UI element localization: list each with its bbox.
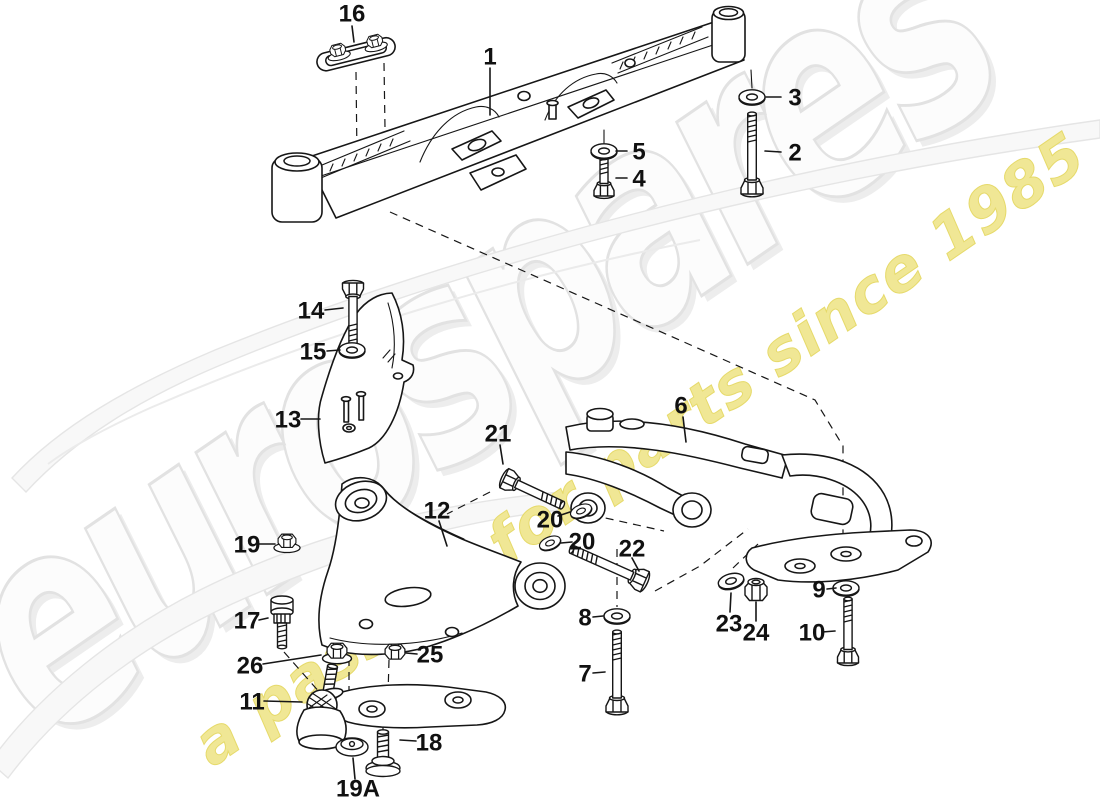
callout-26: 26 [237,653,264,680]
callout-10: 10 [799,620,826,647]
callout-6: 6 [674,393,687,420]
bolt-10 [836,596,860,667]
nut-9 [832,580,860,597]
callout-16: 16 [339,1,366,28]
callout-23: 23 [716,611,743,638]
leader-line-20 [560,541,573,544]
washer-15 [338,342,366,359]
leader-line-18 [399,739,417,742]
nut-25 [384,643,406,660]
callout-11: 11 [239,689,264,716]
callout-17: 17 [234,608,261,635]
callout-9: 9 [812,577,825,604]
washer-5 [590,143,618,160]
callout-1: 1 [483,44,496,71]
part-16-retainer-plate [316,33,396,72]
part-12-control-arm [318,476,566,656]
callout-19A: 19A [336,776,380,800]
leader-line-25 [405,652,418,655]
callout-5: 5 [632,139,645,166]
callout-22: 22 [619,536,646,563]
leader-line-17 [258,617,269,621]
callout-15: 15 [300,339,327,366]
leader-line-20 [557,511,571,517]
callout-3: 3 [788,85,801,112]
leader-line-6 [682,416,687,443]
callout-25: 25 [417,642,444,669]
bolt-18 [365,729,401,778]
part-11-ball-joint [296,663,507,750]
leader-line-12 [438,520,448,547]
swoosh-upper [11,119,1100,494]
leader-line-2 [764,150,782,153]
callout-4: 4 [632,166,646,193]
callout-7: 7 [578,661,591,688]
swoosh-upper-echo [47,239,701,465]
nut-19A [335,737,369,757]
callout-18: 18 [416,730,443,757]
stud-17 [270,595,294,650]
callout-13: 13 [275,407,302,434]
leader-line-15 [326,349,341,352]
washer-3 [738,89,766,106]
leader-line-22 [631,557,640,572]
callout-2: 2 [788,140,801,167]
leader-line-16 [351,25,355,43]
leader-line-23 [729,592,732,613]
washer-8 [603,608,631,625]
nut-24 [744,577,768,602]
leader-line-10 [821,630,836,633]
leader-line-9 [826,587,837,590]
callout-8: 8 [578,605,591,632]
callout-14: 14 [298,298,325,325]
leader-line-7 [592,671,606,674]
callout-20: 20 [537,507,564,534]
part-1-cross-member [271,5,746,223]
leader-line-21 [499,444,504,465]
callout-24: 24 [743,620,770,647]
callout-21: 21 [485,421,512,448]
leader-line-26 [262,654,322,665]
part-6-bearing-bracket [565,407,932,583]
callout-19: 19 [234,532,261,559]
diagram-line-art [270,5,932,778]
bolt-7 [605,629,629,716]
leader-line-11 [263,700,303,703]
fasteners [270,89,860,778]
callout-20: 20 [569,529,596,556]
leader-line-14 [324,307,344,311]
washer-23 [715,569,747,593]
callout-12: 12 [424,498,451,525]
leader-line-19A [352,757,356,780]
leader-line-8 [592,615,604,618]
